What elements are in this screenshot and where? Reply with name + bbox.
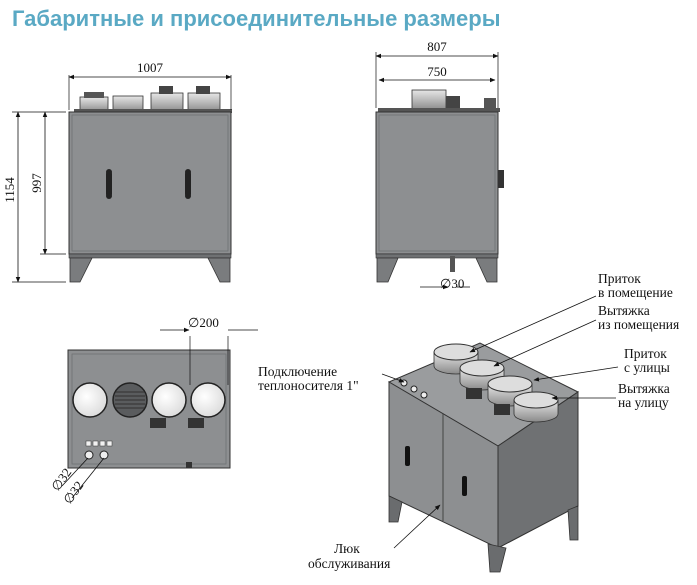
label-supply-out-2: с улицы [624,360,670,375]
iso-spigots [400,343,559,423]
label-exhaust-from-1: Вытяжка [598,303,650,318]
front-width-label: 1007 [137,60,164,75]
label-exhaust-out-2: на улицу [618,395,669,410]
front-handle-left [106,172,112,196]
label-hatch-2: обслуживания [308,556,390,571]
iso-handle-right [462,476,467,496]
side-body [375,111,499,255]
label-exhaust-from-2: из помещения [598,317,679,332]
top-view: ∅200 ∅32 ∅32 [48,315,258,507]
iso-view: Приток в помещение Вытяжка из помещения … [258,271,679,573]
front-view: 1007 1154 997 [2,60,232,283]
side-width-inner-label: 750 [427,64,447,79]
label-supply-in-1: Приток [598,271,641,286]
label-heat-2: теплоносителя 1" [258,378,359,393]
side-view: 807 750 ∅30 [375,39,504,291]
page-title: Габаритные и присоединительные размеры [12,6,501,31]
top-duct-1 [72,382,108,418]
label-supply-out-1: Приток [624,346,667,361]
front-handle-right [185,172,191,196]
front-leg-left [69,257,93,283]
drain-size-label: ∅30 [440,276,464,291]
front-leg-right [207,257,231,283]
label-heat-1: Подключение [258,364,337,379]
front-height-body-label: 997 [29,173,44,193]
side-leg-right [475,257,498,283]
heat-pipe-1 [84,450,94,460]
duct-size-label: ∅200 [188,315,219,330]
side-leg-left [376,257,399,283]
heat-pipe-2 [99,450,109,460]
drain-pipe [450,256,455,272]
front-height-total-label: 1154 [2,177,17,203]
label-supply-in-2: в помещение [598,285,673,300]
top-duct-4 [190,382,226,418]
side-width-outer-label: 807 [427,39,447,54]
top-duct-3 [151,382,187,418]
iso-handle-left [405,446,410,466]
label-exhaust-out-1: Вытяжка [618,381,670,396]
front-spigots [74,86,232,113]
front-body [68,111,232,255]
label-hatch-1: Люк [334,541,360,556]
